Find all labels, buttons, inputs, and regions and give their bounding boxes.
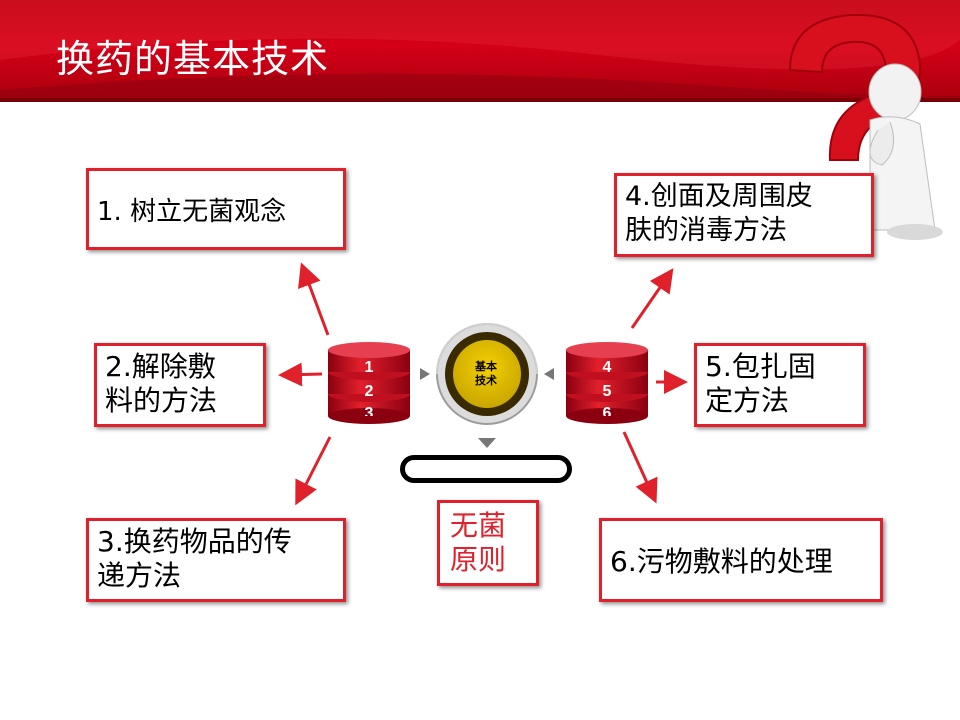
left-cylinder-number-3: 3 [364, 405, 374, 416]
sterile-line1: 无菌 [450, 509, 507, 542]
box5-line1: 5.包扎固 [705, 350, 816, 383]
sterile-line2: 原则 [450, 543, 507, 576]
box6-line1: 6.污物敷料的处理 [610, 545, 833, 578]
hub-label-line2: 技术 [475, 374, 497, 387]
left-cylinder-number-2: 2 [364, 383, 374, 400]
box5-line2: 定方法 [705, 384, 790, 417]
box-waste-dressing: 6.污物敷料的处理 [599, 518, 883, 602]
box4-line1: 4.创面及周围皮 [625, 181, 813, 212]
box-bandaging: 5.包扎固 定方法 [694, 343, 866, 427]
header-wave-decoration [0, 0, 960, 102]
box-item-transfer: 3.换药物品的传 递方法 [86, 518, 346, 602]
page-title: 换药的基本技术 [56, 37, 330, 81]
left-cylinder-number-1: 1 [364, 359, 374, 376]
hub-down-pointer-icon [478, 438, 496, 448]
hub-label: 基本 技术 [462, 360, 510, 388]
box-remove-dressing: 2.解除敷 料的方法 [94, 343, 266, 427]
left-cylinder-stack [328, 342, 410, 424]
right-cylinder-number-5: 5 [602, 383, 612, 400]
arrow-to-box6 [622, 431, 658, 504]
hub-left-pointer-icon [420, 368, 430, 380]
arrow-to-box1 [298, 262, 330, 336]
box3-line1: 3.换药物品的传 [97, 525, 292, 558]
hub-right-pointer-icon [544, 368, 554, 380]
box3-line2: 递方法 [97, 559, 182, 592]
box-sterile-concept: 1. 树立无菌观念 [86, 168, 346, 250]
arrow-to-box3 [295, 436, 332, 506]
center-pill-outline [400, 455, 572, 483]
right-cylinder-stack [566, 342, 648, 424]
sterile-principle-box: 无菌 原则 [437, 500, 539, 586]
box4-line2: 肤的消毒方法 [625, 215, 787, 246]
box1-line1: 1. 树立无菌观念 [97, 197, 287, 227]
box2-line2: 料的方法 [105, 384, 218, 417]
right-cylinder-number-6: 6 [602, 405, 612, 416]
box-wound-disinfection: 4.创面及周围皮 肤的消毒方法 [614, 173, 874, 257]
hub-label-line1: 基本 [475, 360, 497, 373]
box2-line1: 2.解除敷 [105, 350, 216, 383]
right-cylinder-number-4: 4 [602, 359, 612, 376]
hub-badge [436, 323, 538, 425]
arrow-to-box4 [630, 268, 674, 329]
arrow-to-box2 [278, 362, 323, 387]
